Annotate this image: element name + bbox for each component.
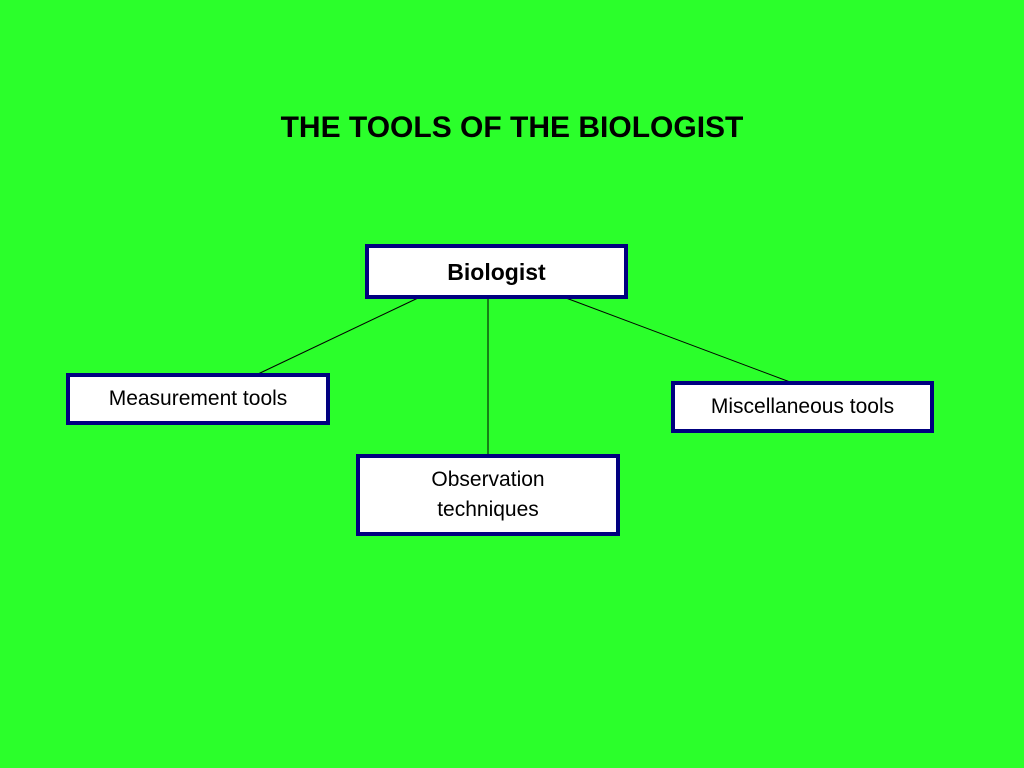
root-node-biologist: Biologist xyxy=(365,244,628,299)
connector-miscellaneous xyxy=(565,297,791,383)
node-label: Miscellaneous tools xyxy=(710,395,895,418)
root-node-label: Biologist xyxy=(447,258,546,285)
connector-measurement xyxy=(257,297,419,375)
node-label: Measurement tools xyxy=(108,387,288,410)
slide-title: THE TOOLS OF THE BIOLOGIST xyxy=(280,111,744,144)
node-label: Observation techniques xyxy=(431,468,545,521)
node-observation-techniques: Observation techniques xyxy=(356,454,620,536)
node-miscellaneous-tools: Miscellaneous tools xyxy=(671,381,934,433)
node-measurement-tools: Measurement tools xyxy=(66,373,330,425)
